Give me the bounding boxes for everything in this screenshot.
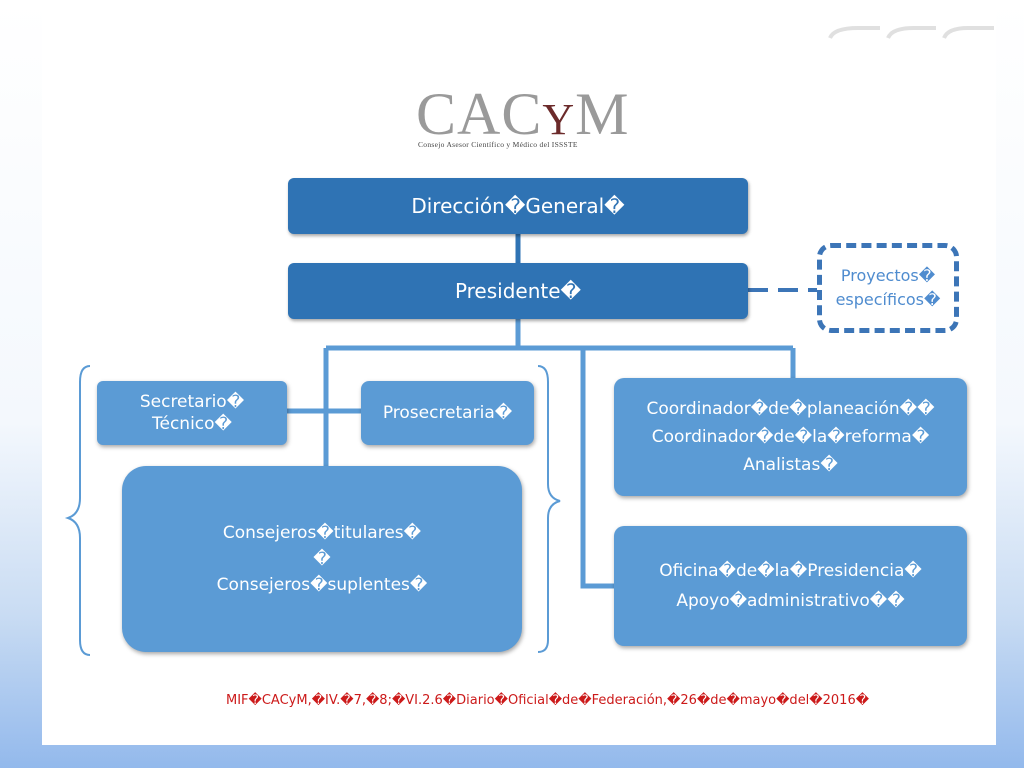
consejeros-line-1: Consejeros�titulares�	[222, 523, 422, 543]
source-footnote: MIF�CACyM,�IV.�7,�8;�VI.2.6�Diario�Ofici…	[226, 693, 870, 708]
oficina-presidencia-box: Oficina�de�la�Presidencia� Apoyo�adminis…	[614, 526, 967, 646]
logo-title: CACYM	[416, 81, 630, 147]
logo-subtitle: Consejo Asesor Científico y Médico del I…	[418, 140, 578, 149]
consejeros-line-3: Consejeros�suplentes�	[216, 575, 428, 595]
coordinacion-line-3: Analistas�	[743, 455, 838, 475]
presidente-label: Presidente�	[454, 279, 582, 303]
oficina-line-1: Oficina�de�la�Presidencia�	[659, 561, 922, 581]
coordinacion-line-1: Coordinador�de�planeación��	[646, 399, 935, 419]
secretario-tecnico-box: Secretario� Técnico�	[97, 381, 287, 445]
proyectos-line-1: Proyectos�	[840, 266, 936, 285]
cacym-logo: CACYM Consejo Asesor Científico y Médico…	[416, 84, 646, 150]
secretario-line-1: Secretario�	[139, 392, 245, 412]
coordinacion-box: Coordinador�de�planeación�� Coordinador�…	[614, 378, 967, 496]
direccion-general-box: Dirección�General�	[288, 178, 748, 234]
prosecretaria-box: Prosecretaria�	[361, 381, 534, 445]
secretario-line-2: Técnico�	[152, 414, 232, 434]
proyectos-especificos-box: Proyectos� específicos�	[817, 243, 959, 333]
proyectos-line-2: específicos�	[835, 290, 941, 309]
corner-decoration	[828, 26, 994, 39]
presidente-box: Presidente�	[288, 263, 748, 319]
coordinacion-line-2: Coordinador�de�la�reforma�	[651, 427, 930, 447]
consejeros-box: Consejeros�titulares� � Consejeros�suple…	[122, 466, 522, 652]
oficina-line-2: Apoyo�administrativo��	[676, 591, 905, 611]
consejeros-line-2: �	[313, 549, 331, 569]
direccion-general-label: Dirección�General�	[411, 194, 625, 218]
prosecretaria-label: Prosecretaria�	[382, 403, 513, 423]
